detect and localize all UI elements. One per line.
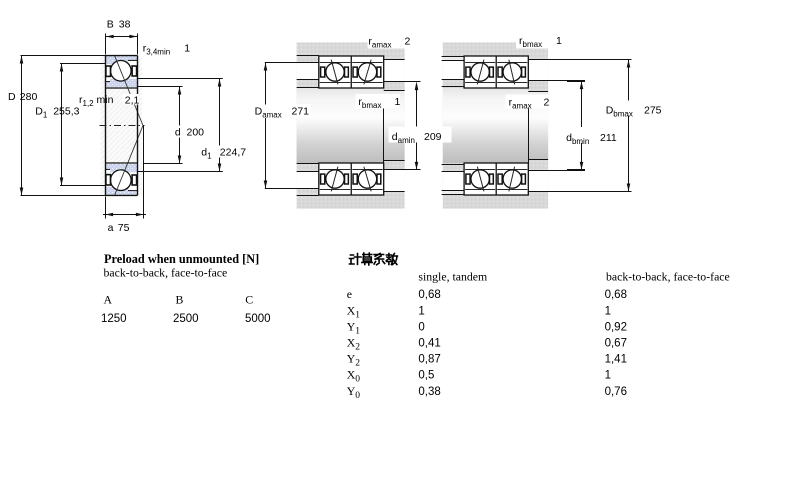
svg-text:5000: 5000 [245, 313, 271, 325]
svg-text:Y0: Y0 [347, 384, 361, 401]
svg-text:D: D [8, 91, 16, 103]
svg-text:75: 75 [118, 222, 130, 234]
svg-text:2500: 2500 [173, 313, 199, 325]
svg-text:back-to-back, face-to-face: back-to-back, face-to-face [104, 266, 228, 280]
svg-text:single, tandem: single, tandem [418, 270, 487, 284]
svg-text:1: 1 [418, 305, 424, 317]
svg-text:B: B [176, 293, 184, 307]
svg-text:280: 280 [20, 91, 38, 103]
svg-text:C: C [245, 293, 253, 307]
svg-text:0,92: 0,92 [605, 321, 627, 333]
svg-text:back-to-back, face-to-face: back-to-back, face-to-face [606, 270, 730, 284]
svg-text:r1,2: r1,2 [79, 94, 94, 108]
svg-text:1,41: 1,41 [605, 354, 627, 366]
svg-text:0,38: 0,38 [418, 386, 440, 398]
svg-text:A: A [104, 293, 113, 307]
svg-text:0,87: 0,87 [418, 354, 440, 366]
svg-text:e: e [347, 287, 352, 301]
svg-text:1: 1 [605, 305, 611, 317]
svg-text:2,1: 2,1 [125, 95, 140, 107]
svg-text:a: a [108, 222, 114, 234]
svg-text:B: B [107, 19, 114, 31]
svg-text:0,76: 0,76 [605, 386, 627, 398]
svg-text:0,5: 0,5 [418, 370, 434, 382]
svg-text:X2: X2 [347, 336, 361, 353]
svg-text:Preload when unmounted [N]: Preload when unmounted [N] [104, 252, 259, 266]
svg-text:Y1: Y1 [347, 319, 361, 336]
svg-text:1: 1 [605, 370, 611, 382]
svg-text:min: min [97, 94, 114, 106]
svg-text:0,41: 0,41 [418, 338, 440, 350]
svg-text:1250: 1250 [101, 313, 127, 325]
svg-text:200: 200 [187, 127, 205, 139]
svg-text:0: 0 [418, 321, 424, 333]
svg-text:d: d [175, 127, 181, 139]
svg-text:X0: X0 [347, 368, 361, 385]
svg-text:0,67: 0,67 [605, 338, 627, 350]
svg-text:38: 38 [119, 19, 131, 31]
svg-text:X1: X1 [347, 303, 361, 320]
svg-text:Y2: Y2 [347, 352, 361, 369]
svg-text:0,68: 0,68 [605, 289, 627, 301]
svg-text:0,68: 0,68 [418, 289, 440, 301]
